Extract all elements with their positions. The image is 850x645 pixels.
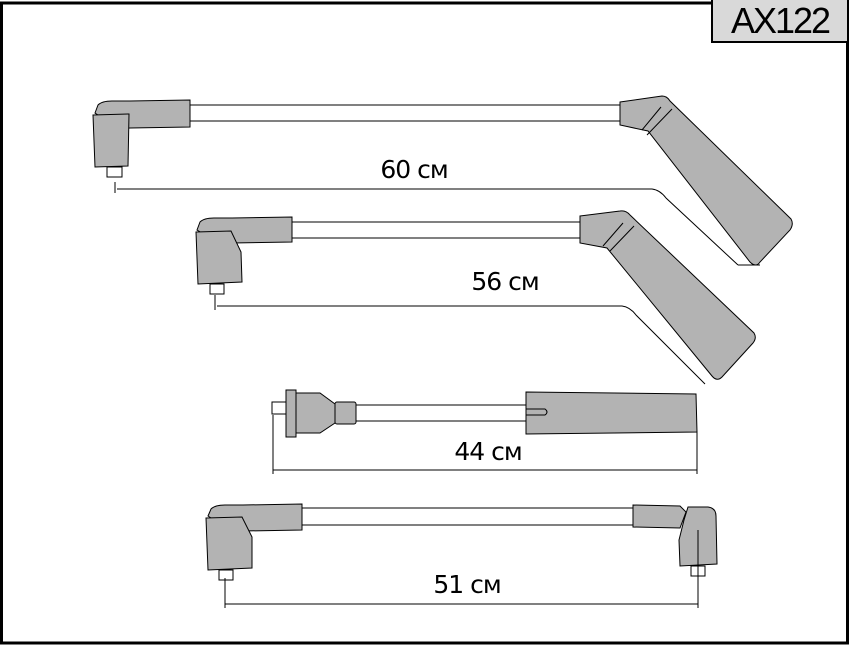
wire-4 bbox=[205, 503, 718, 608]
straight-boot-right bbox=[525, 391, 698, 435]
part-code-label: AX122 bbox=[711, 0, 849, 43]
boot-groove bbox=[641, 106, 673, 136]
dimension-line bbox=[272, 415, 698, 474]
wire-1 bbox=[92, 95, 793, 266]
cable bbox=[189, 104, 621, 122]
boot-groove bbox=[602, 222, 635, 252]
angle-boot-right bbox=[632, 504, 687, 529]
boot-slot bbox=[526, 408, 548, 416]
coil-connector-flange bbox=[285, 389, 297, 438]
dimension-line bbox=[214, 295, 706, 385]
length-label-wire-3: 44 см bbox=[454, 437, 522, 466]
terminal bbox=[218, 569, 234, 581]
coil-connector-body bbox=[295, 392, 336, 434]
wire-3 bbox=[271, 389, 698, 474]
length-label-wire-1: 60 см bbox=[380, 155, 448, 184]
terminal bbox=[209, 283, 225, 295]
length-label-wire-2: 56 см bbox=[471, 267, 539, 296]
spark-plug-cap bbox=[205, 516, 253, 571]
spark-plug-cap bbox=[92, 113, 130, 168]
spark-plug-cap bbox=[195, 230, 243, 285]
terminal bbox=[106, 166, 123, 178]
wire-2 bbox=[195, 210, 756, 385]
cable bbox=[291, 221, 583, 239]
dimension-line bbox=[114, 182, 760, 266]
cable bbox=[301, 507, 635, 526]
dimension-line bbox=[224, 530, 699, 608]
straight-boot-right bbox=[619, 95, 793, 266]
coil-connector-neck bbox=[334, 401, 357, 425]
terminal bbox=[271, 401, 288, 415]
straight-boot-right bbox=[579, 210, 756, 380]
cable bbox=[355, 404, 527, 422]
length-label-wire-4: 51 см bbox=[433, 570, 501, 599]
